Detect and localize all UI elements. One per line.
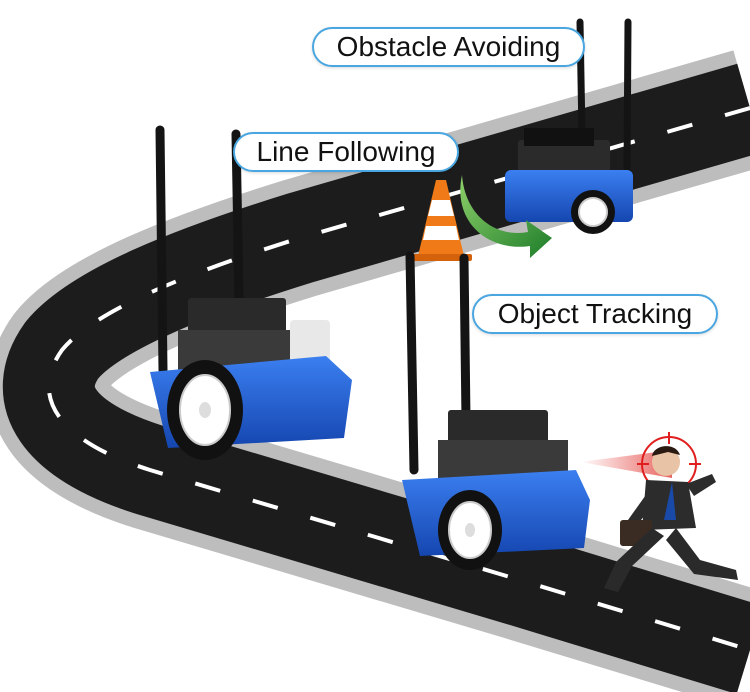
- tracking-beam: [580, 450, 672, 478]
- line-following-label: Line Following: [233, 132, 459, 172]
- robot-car-object-tracking: [402, 251, 590, 570]
- road-lane-marks: [46, 106, 750, 652]
- robot-car-obstacle-avoiding: [505, 18, 633, 234]
- curved-arrow-icon: [460, 175, 552, 258]
- obstacle-avoiding-label: Obstacle Avoiding: [312, 27, 585, 67]
- running-person-icon: [604, 446, 738, 592]
- road: [0, 50, 750, 692]
- robot-car-line-following: [150, 125, 352, 460]
- object-tracking-label: Object Tracking: [472, 294, 718, 334]
- traffic-cone-icon: [410, 180, 472, 261]
